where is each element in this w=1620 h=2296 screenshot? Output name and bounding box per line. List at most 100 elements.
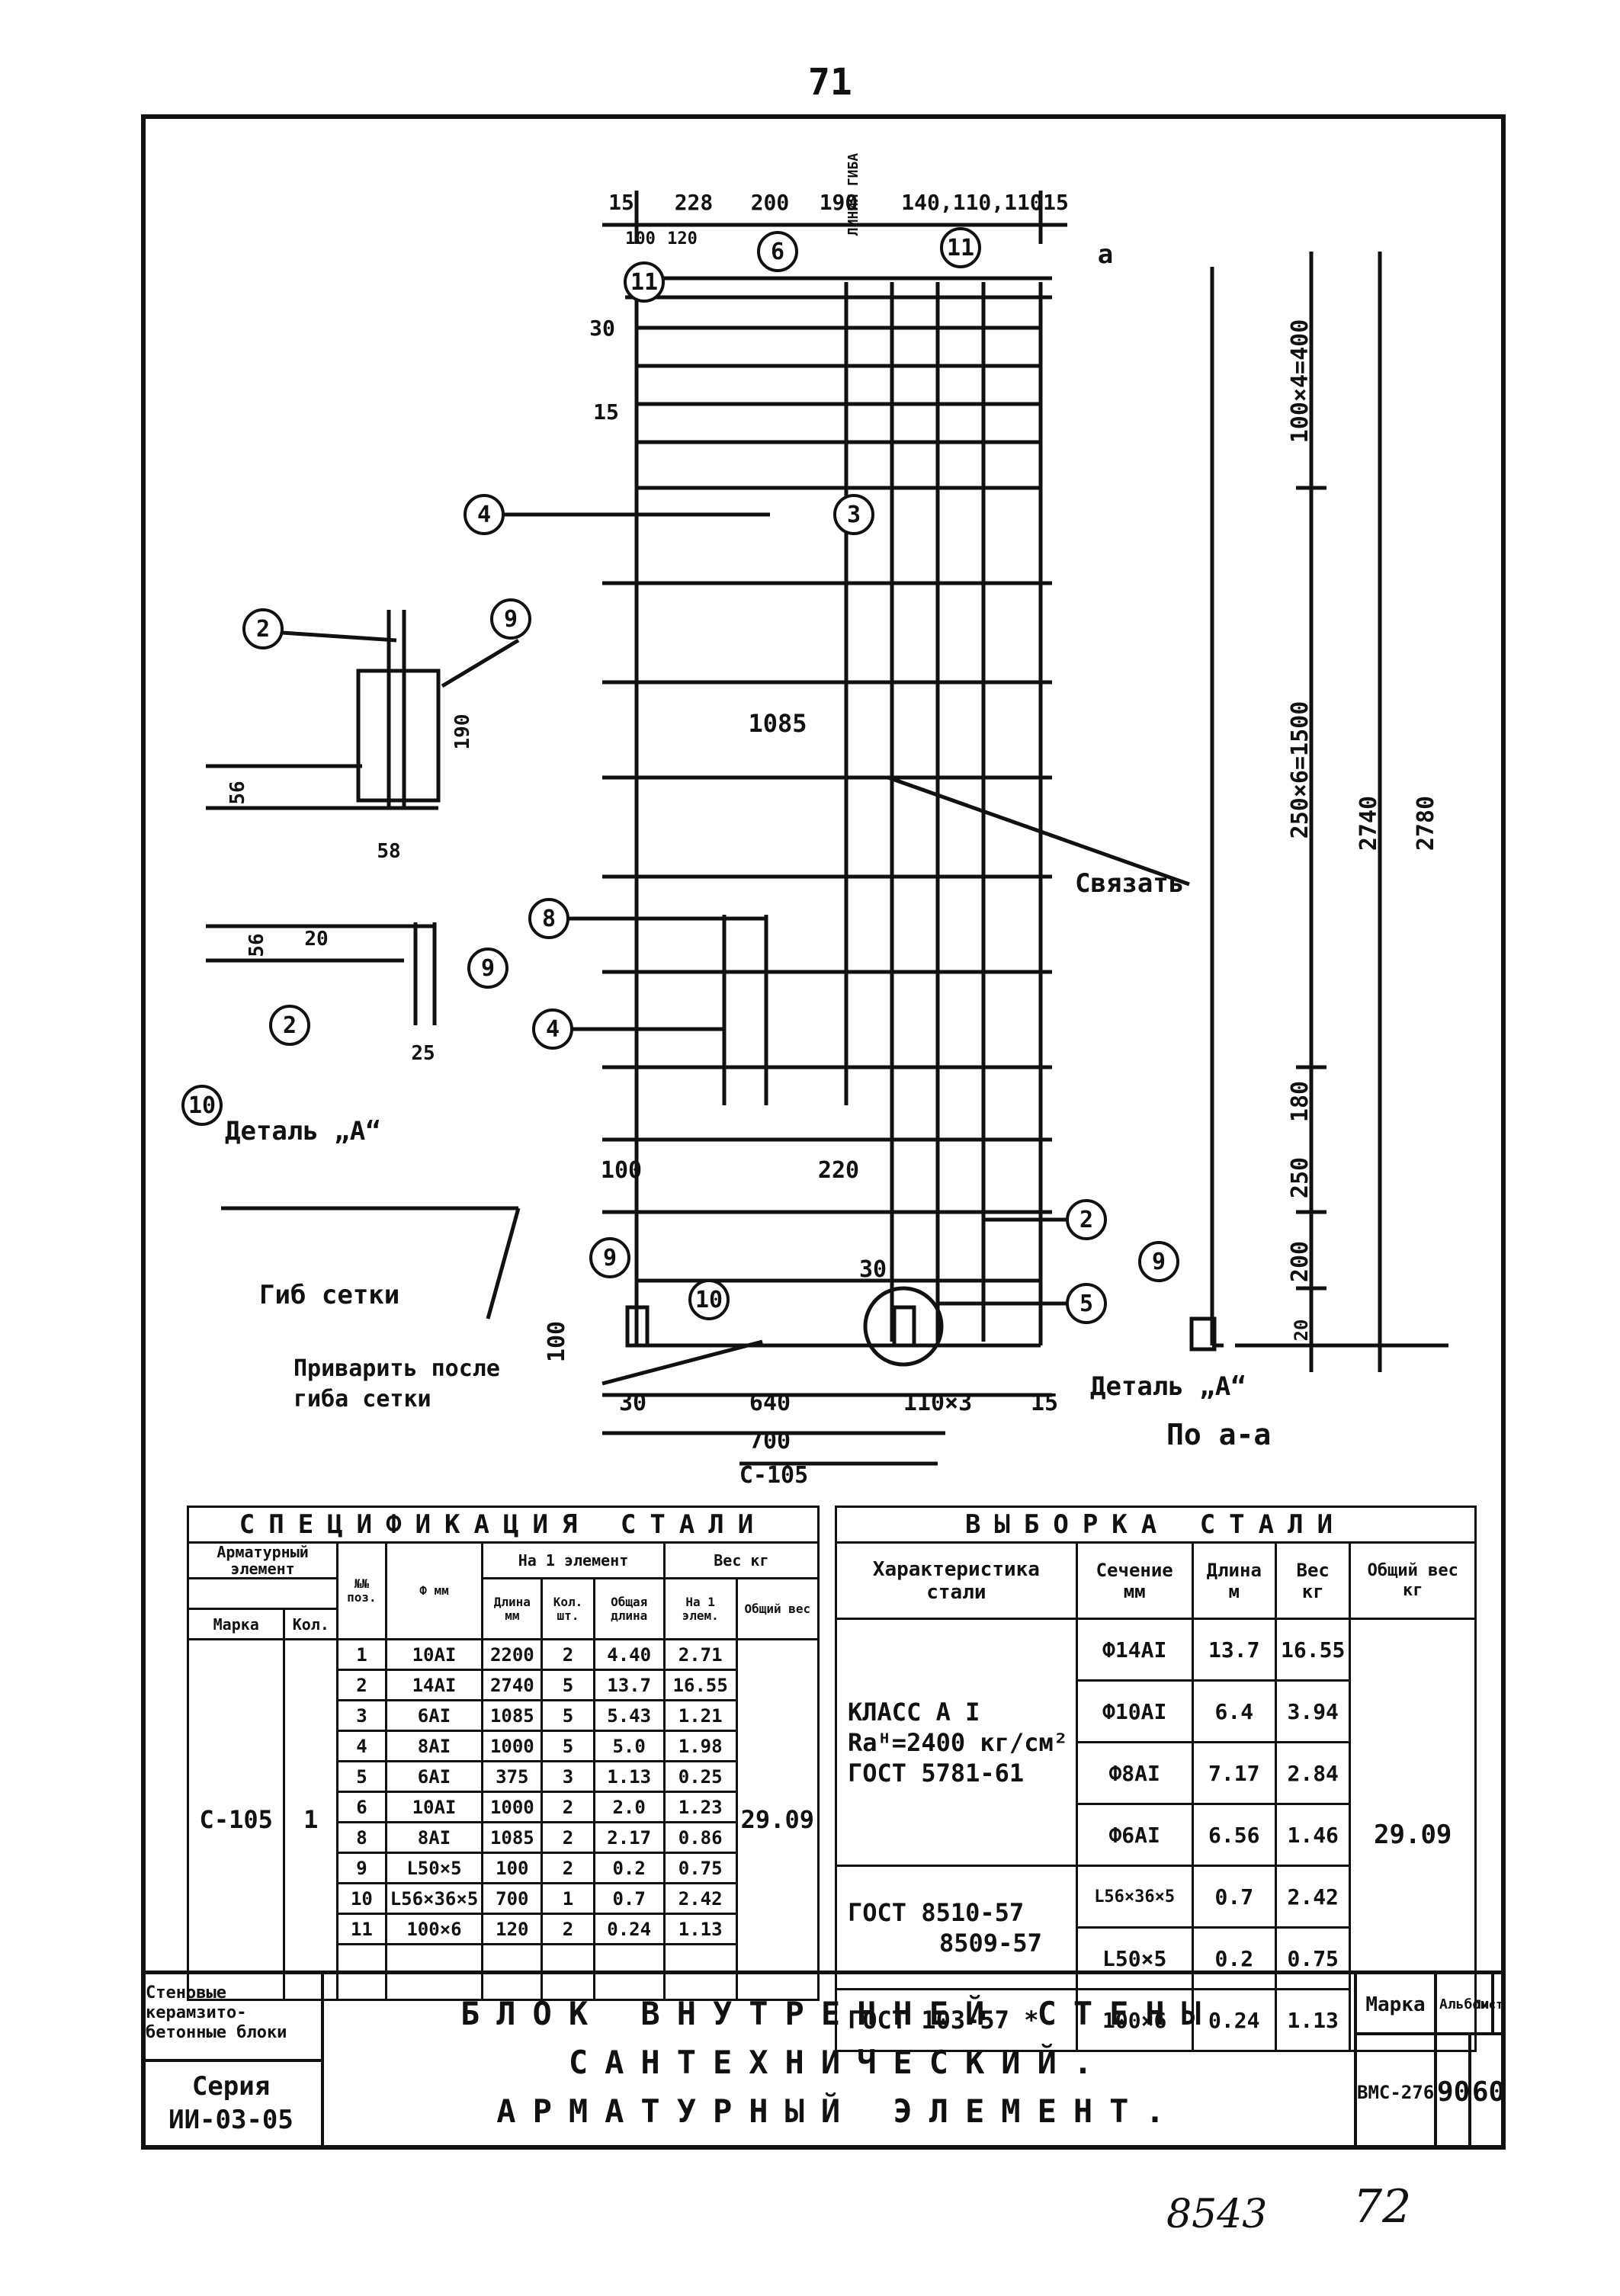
cell: 10АI (384, 1638, 484, 1671)
cell: 2.71 (662, 1638, 738, 1671)
cell: 700 (481, 1882, 544, 1915)
top-small-dim: 120 (667, 229, 698, 249)
sel-gost2-cell: ГОСТ 8510-57 8509-57 (835, 1865, 1078, 1990)
tie-label: Связать (1075, 868, 1184, 899)
cell: 2 (541, 1913, 595, 1945)
cell: 5 (541, 1730, 595, 1762)
cell: 0.2 (1191, 1926, 1277, 1990)
cell: 2.42 (1274, 1865, 1352, 1929)
bend-label: Гиб сетки (259, 1280, 399, 1310)
callout-label: 9 (481, 955, 495, 982)
top-dim: 15 (608, 190, 634, 215)
cell: Ф14АI (1075, 1618, 1194, 1682)
cell: 2 (336, 1669, 387, 1701)
tb-sheet-value: 60 (1471, 2076, 1506, 2108)
bottom-number: 8543 (1166, 2192, 1268, 2237)
spec-marka: С-105 (186, 1638, 286, 2001)
cell: 120 (481, 1913, 544, 1945)
callout-label: 2 (1079, 1207, 1093, 1233)
spec-h-element: Арматурный элемент (186, 1541, 339, 1579)
bottom-number: 72 (1353, 2180, 1412, 2233)
detail-dim: 190 (451, 714, 474, 750)
cell: 3 (541, 1760, 595, 1793)
right-dim-lower: 20 (1291, 1320, 1312, 1342)
sel-h-sec: Сечение мм (1075, 1541, 1194, 1620)
bottom-dim: 110×3 (903, 1390, 972, 1416)
page-number: 71 (808, 61, 852, 104)
bottom-dim: 640 (749, 1390, 791, 1416)
cell: 0.75 (662, 1852, 738, 1884)
spec-title: СПЕЦИФИКАЦИЯ СТАЛИ (187, 1506, 820, 1544)
tb-title: БЛОК ВНУТРЕННЕЙ СТЕНЫ САНТЕХНИЧЕСКИЙ. АР… (324, 1974, 1357, 2150)
sel-h-len: Длина м (1191, 1541, 1277, 1620)
cell: 4.40 (592, 1638, 666, 1671)
cell: 14АI (384, 1669, 484, 1701)
section-mark: а (1098, 239, 1113, 270)
cell: 6.56 (1191, 1803, 1277, 1867)
cell: 2.0 (592, 1791, 666, 1823)
detail-dim: 20 (304, 928, 328, 951)
sel-total: 29.09 (1349, 1618, 1477, 2052)
top-small-dim: 30 (589, 316, 615, 341)
tb-album-value: 90 (1437, 2035, 1471, 2150)
cell: L50×5 (1075, 1926, 1194, 1990)
sel-ra: Rаᴴ=2400 кг/см² (848, 1727, 1068, 1757)
tb-marka-value: ВМС-276 (1357, 2035, 1437, 2150)
cell: 13.7 (1191, 1618, 1277, 1682)
cell: 6АI (384, 1760, 484, 1793)
tb-album-label: Альбом (1437, 1974, 1494, 2035)
cell: 6.4 (1191, 1679, 1277, 1743)
table-row: ГОСТ 103-57 * 100×6 0.24 1.13 (835, 1988, 1476, 2052)
cell: 16.55 (662, 1669, 738, 1701)
callout-label: 8 (542, 906, 556, 932)
spec-table: СПЕЦИФИКАЦИЯ СТАЛИ Арматурный элемент №№… (186, 1506, 820, 2001)
table-row (188, 1943, 819, 2001)
cell: 100×6 (1075, 1988, 1194, 2052)
spec-h-qty: Кол. (283, 1608, 339, 1640)
cell: 2.17 (592, 1821, 666, 1854)
tb-sheet-label: Лист (1471, 1974, 1506, 2035)
tb-series-label: Серия (191, 2071, 271, 2102)
cell: 1.23 (662, 1791, 738, 1823)
tb-title-line3: АРМАТУРНЫЙ ЭЛЕМЕНТ. (496, 2092, 1182, 2130)
right-dim-top: 100×4=400 (1287, 319, 1314, 444)
cell: 8АI (384, 1730, 484, 1762)
cell: 5 (541, 1669, 595, 1701)
table-row: КЛАСС А I Rаᴴ=2400 кг/см² ГОСТ 5781-61 Ф… (835, 1618, 1477, 2052)
right-dim-lower: 200 (1287, 1241, 1314, 1282)
line-bend-label: ЛИНИЯ ГИБА (845, 153, 861, 236)
bottom-dim: 15 (1031, 1390, 1058, 1416)
cell: 0.75 (1274, 1926, 1352, 1990)
spec-h-per-el: На 1 элемент (481, 1541, 666, 1579)
cell: 1.21 (662, 1699, 738, 1732)
cell: 8АI (384, 1821, 484, 1854)
cell: 1000 (481, 1730, 544, 1762)
cell: 2200 (481, 1638, 544, 1671)
section-label: По а-а (1166, 1418, 1271, 1451)
cell: 13.7 (592, 1669, 666, 1701)
cell: 1.46 (1274, 1803, 1352, 1867)
cell: 2 (541, 1852, 595, 1884)
inner-dim: 100 (601, 1157, 642, 1184)
cell: 1.13 (662, 1913, 738, 1945)
callout-label: 2 (283, 1012, 297, 1039)
right-dim-mid: 250×6=1500 (1287, 701, 1314, 839)
cell: L50×5 (384, 1852, 484, 1884)
detail-label: Деталь „А“ (225, 1116, 381, 1146)
callout-label: 10 (188, 1092, 216, 1119)
cell: 100×6 (384, 1913, 484, 1945)
cell: 6АI (384, 1699, 484, 1732)
top-dim: 228 (675, 190, 714, 215)
cell: 1 (336, 1638, 387, 1671)
width-dim: 1085 (748, 709, 807, 738)
callout-label: 4 (477, 502, 491, 528)
title-block: Стеновые керамзито-бетонные блоки Серия … (141, 1971, 1506, 2150)
element-label: С-105 (739, 1462, 808, 1489)
